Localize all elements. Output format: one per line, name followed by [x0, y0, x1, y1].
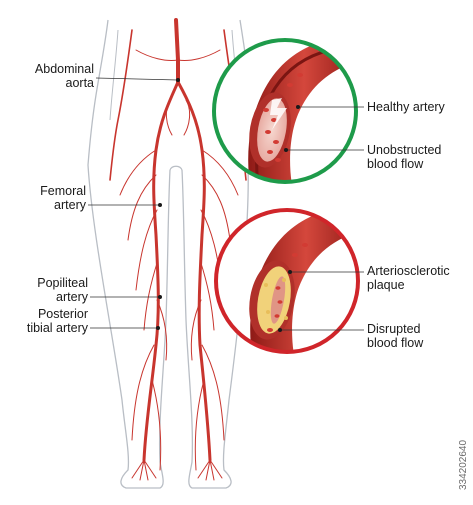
leader-dots-right: [278, 105, 300, 332]
body-outline: [87, 19, 252, 489]
label-popliteal-artery-line2: artery: [56, 290, 88, 304]
label-femoral-artery-line1: Femoral: [40, 184, 86, 198]
label-popliteal-artery-line1: Popiliteal: [37, 276, 88, 290]
label-femoral-artery-line2: artery: [54, 198, 86, 212]
label-abdominal-aorta-line2: aorta: [65, 76, 95, 90]
label-healthy-artery: Healthy artery: [367, 100, 445, 114]
label-popliteal-artery: Popiliteal artery: [6, 276, 88, 304]
stock-id: 334202640: [458, 380, 472, 490]
label-abdominal-aorta-line1: Abdominal: [34, 62, 94, 76]
label-femoral-artery: Femoral artery: [6, 184, 86, 212]
label-unobstructed-flow-line2: blood flow: [367, 157, 424, 171]
label-disrupted-flow-line1: Disrupted: [367, 322, 421, 336]
leader-lines-right: [280, 106, 364, 331]
label-posterior-tibial-artery-line2: tibial artery: [26, 321, 88, 335]
diseased-artery-inset: [214, 208, 360, 354]
stock-id-text: 334202640: [458, 439, 469, 490]
label-arteriosclerotic-plaque-line1: Arteriosclerotic: [367, 264, 450, 278]
healthy-artery-inset: [212, 38, 358, 184]
label-unobstructed-flow: Unobstructed blood flow: [367, 143, 441, 171]
arterial-tree: [109, 18, 247, 481]
label-disrupted-flow: Disrupted blood flow: [367, 322, 423, 350]
leader-dots-left: [156, 78, 180, 330]
label-disrupted-flow-line2: blood flow: [367, 336, 424, 350]
label-unobstructed-flow-line1: Unobstructed: [367, 143, 442, 157]
label-abdominal-aorta: Abdominal aorta: [6, 62, 94, 90]
leader-lines-left: [88, 77, 179, 329]
label-posterior-tibial-artery: Posterior tibial artery: [6, 307, 88, 335]
label-posterior-tibial-artery-line1: Posterior: [37, 307, 88, 321]
label-arteriosclerotic-plaque-line2: plaque: [367, 278, 405, 292]
label-arteriosclerotic-plaque: Arteriosclerotic plaque: [367, 264, 450, 292]
